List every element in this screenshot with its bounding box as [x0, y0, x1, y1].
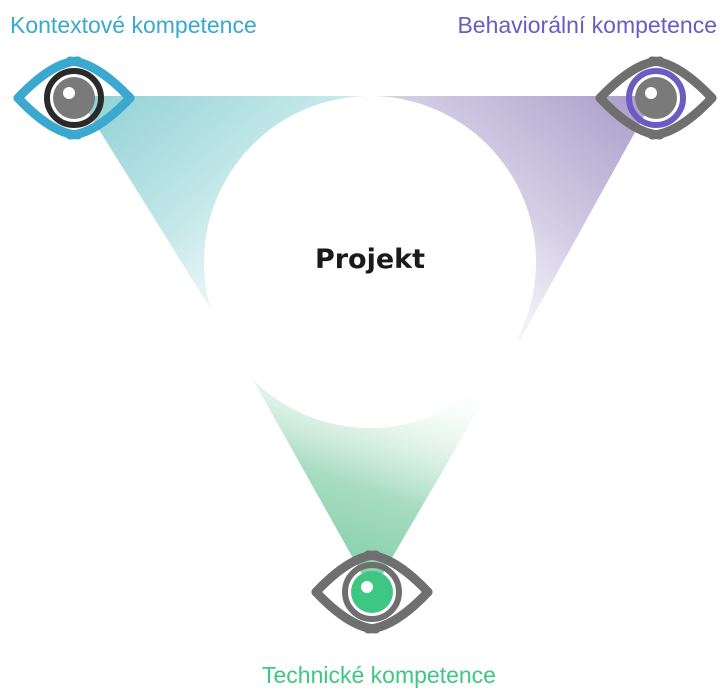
behavioral-eye-icon	[595, 56, 717, 140]
technical-eye-icon	[311, 550, 433, 634]
technical-competence-label: Technické kompetence	[262, 662, 496, 688]
center-circle	[204, 96, 536, 428]
behavioral-competence-label: Behaviorální kompetence	[457, 12, 717, 38]
project-label: Projekt	[314, 244, 426, 275]
context-eye-icon	[13, 56, 135, 140]
context-competence-label: Kontextové kompetence	[10, 12, 257, 38]
